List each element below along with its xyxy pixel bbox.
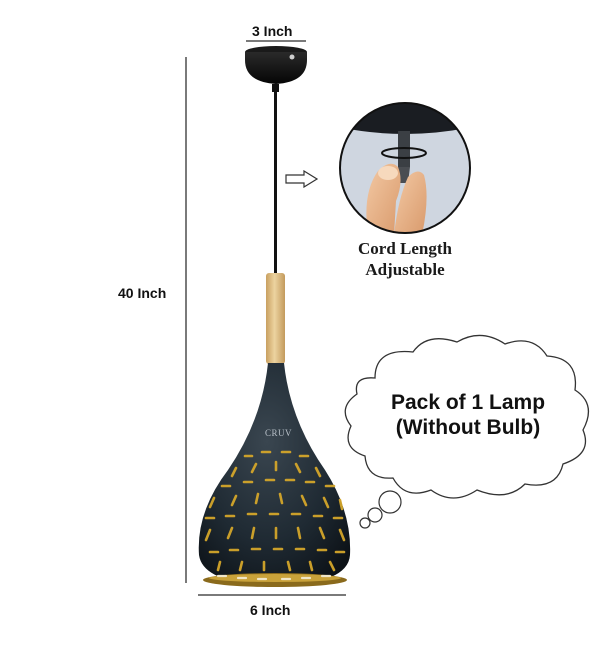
top-width-line xyxy=(246,40,306,42)
height-label: 40 Inch xyxy=(118,285,167,301)
cord-length-caption: Cord Length Adjustable xyxy=(335,238,475,280)
caption-line-1: Cord Length xyxy=(358,239,452,258)
package-line-2: (Without Bulb) xyxy=(395,416,541,439)
pendant-lamp-image xyxy=(198,46,351,587)
cord-adjust-photo xyxy=(339,102,471,234)
bottom-width-line xyxy=(198,594,346,596)
package-info-text: Pack of 1 Lamp (Without Bulb) xyxy=(362,390,574,440)
bottom-width-label: 6 Inch xyxy=(250,602,291,618)
height-dimension-line xyxy=(185,57,187,583)
brand-label: CRUV xyxy=(265,428,293,438)
thought-cloud-bubble xyxy=(344,334,590,529)
top-width-label: 3 Inch xyxy=(252,23,293,39)
package-line-1: Pack of 1 Lamp xyxy=(390,391,546,414)
caption-line-2: Adjustable xyxy=(365,260,445,279)
arrow-right-outline-icon xyxy=(285,170,319,188)
